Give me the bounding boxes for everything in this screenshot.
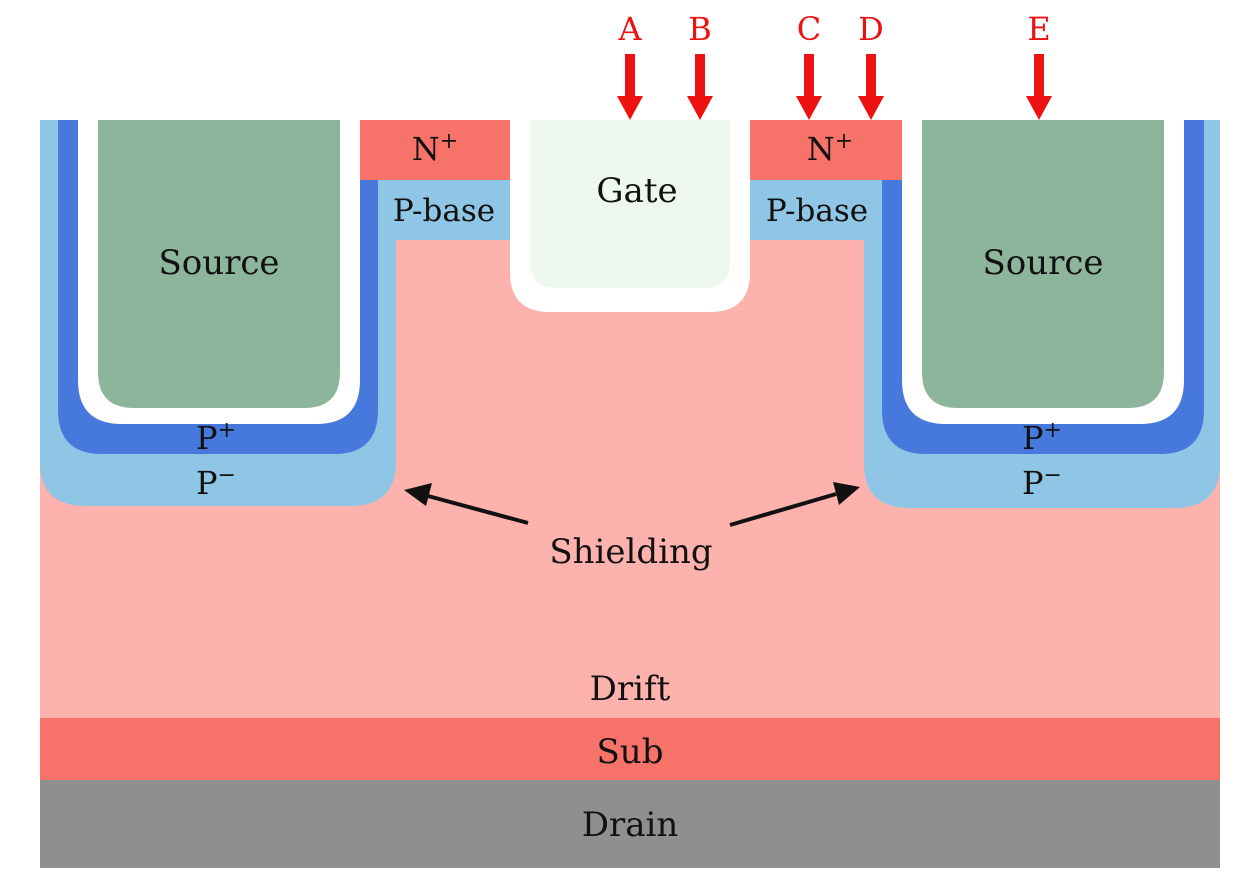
source-right-label: Source <box>982 243 1103 283</box>
p-plus-left-sup: + <box>218 418 236 443</box>
marker-e-label: E <box>1027 10 1050 48</box>
source-left-label: Source <box>158 243 279 283</box>
n-plus-right-label: N+ <box>807 129 853 168</box>
sub-layer <box>40 718 1220 780</box>
marker-d-label: D <box>858 10 884 48</box>
p-minus-right-sup: − <box>1044 463 1062 488</box>
gate-electrode <box>530 120 730 288</box>
n-plus-right <box>750 120 902 180</box>
p-plus-left-label: P+ <box>196 418 236 457</box>
marker-a: A <box>617 10 643 120</box>
shielding-arrow-right <box>729 482 860 527</box>
source-right <box>922 120 1164 408</box>
n-plus-left <box>360 120 510 180</box>
marker-a-label: A <box>617 10 642 48</box>
n-plus-right-sup: + <box>835 129 853 154</box>
drain-layer <box>40 780 1220 868</box>
drain-label: Drain <box>582 805 679 845</box>
marker-b: B <box>687 10 713 120</box>
p-minus-right-label: P− <box>1022 463 1062 502</box>
marker-c: C <box>796 10 822 120</box>
n-plus-left-label: N+ <box>412 129 458 168</box>
gate-label: Gate <box>596 171 677 211</box>
p-minus-left-sup: − <box>218 463 236 488</box>
sub-label: Sub <box>597 732 664 772</box>
marker-e: E <box>1026 10 1052 120</box>
marker-b-label: B <box>688 10 712 48</box>
p-base-left <box>378 180 510 246</box>
p-plus-right-label: P+ <box>1022 418 1062 457</box>
marker-c-label: C <box>797 10 821 48</box>
p-base-right-label: P-base <box>766 193 868 229</box>
shielding-arrow-left <box>404 483 529 525</box>
drift-label: Drift <box>590 669 671 709</box>
p-base-left-label: P-base <box>393 193 495 229</box>
shielding-label: Shielding <box>549 532 712 572</box>
p-minus-left-label: P− <box>196 463 236 502</box>
p-plus-right-sup: + <box>1044 418 1062 443</box>
marker-d: D <box>858 10 884 120</box>
n-plus-left-sup: + <box>440 129 458 154</box>
p-base-right <box>750 180 882 246</box>
source-left <box>98 120 340 408</box>
